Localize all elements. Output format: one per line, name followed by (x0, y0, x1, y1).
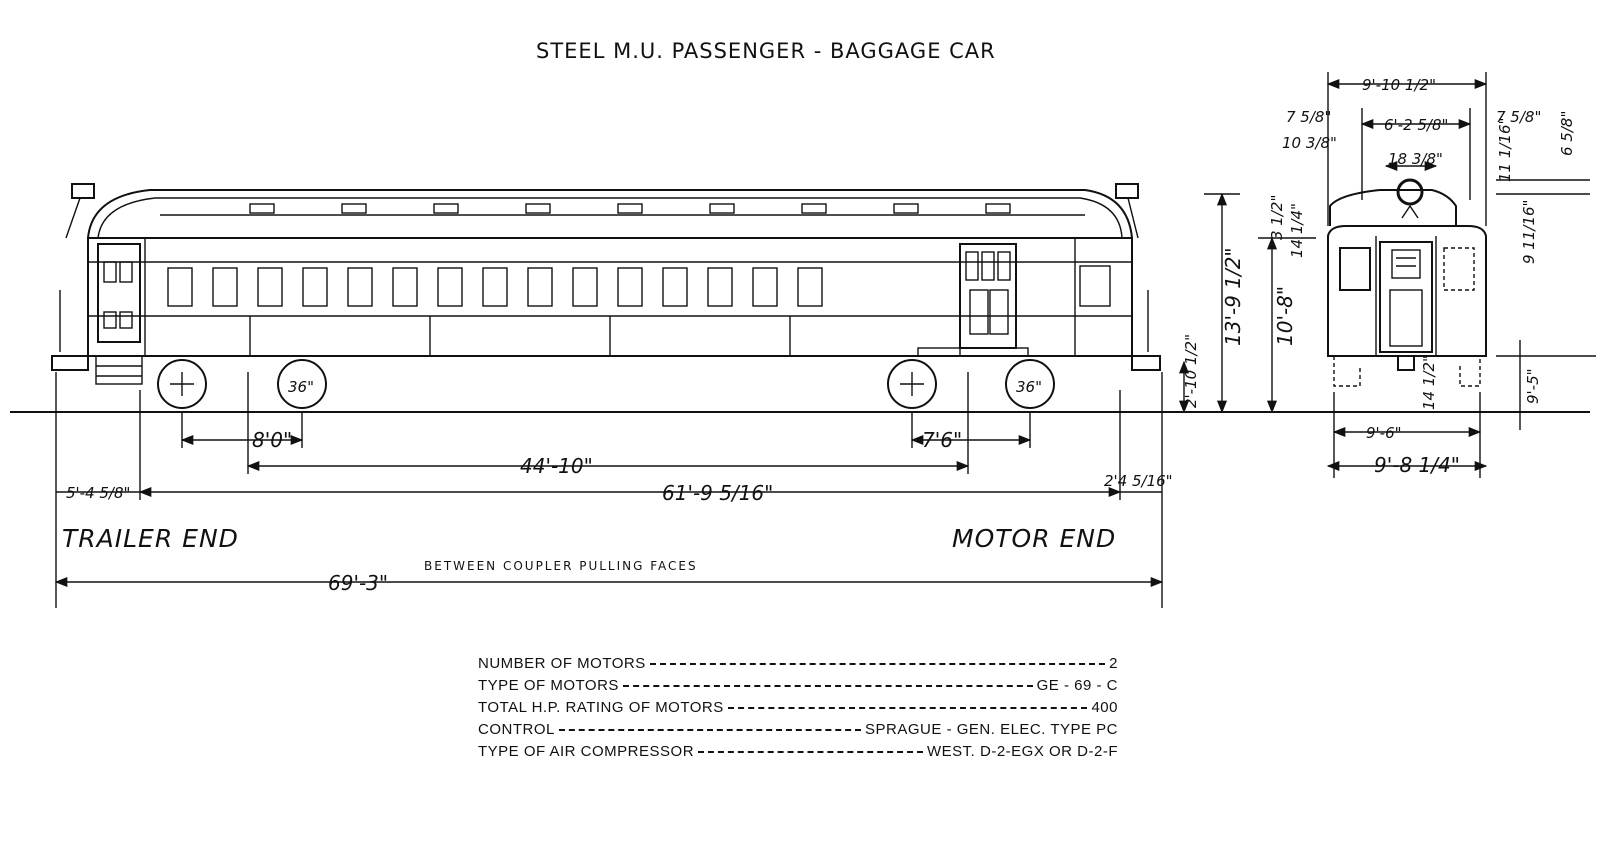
car-roof (87, 189, 1133, 239)
leader-dashes (698, 751, 923, 753)
dim-left-gap-a: 3 1/2" (1268, 195, 1286, 240)
spec-label: TYPE OF AIR COMPRESSOR (478, 743, 695, 760)
wheel-trailer-2 (277, 359, 327, 409)
dim-left-step: 7 5/8" (1286, 108, 1331, 126)
end-door (1379, 241, 1433, 353)
wheel-diameter-label-2: 36" (1016, 378, 1042, 396)
overall-length-note: BETWEEN COUPLER PULLING FACES (424, 559, 698, 573)
leader-dashes (558, 729, 862, 731)
spec-row: TYPE OF AIR COMPRESSOR WEST. D-2-EGX OR … (478, 743, 1118, 765)
trailer-steps (95, 355, 143, 385)
dim-truck-width: 9'-6" (1366, 424, 1402, 442)
dim-overall-length: 69'-3" (328, 571, 388, 595)
dim-motor-overhang: 2'4 5/16" (1104, 472, 1173, 490)
dim-right-height-b: 6 5/8" (1558, 111, 1576, 156)
dim-right-gap: 9 11/16" (1520, 200, 1538, 264)
dim-motor-wheelbase: 7'6" (922, 428, 962, 452)
wheel-motor-2 (1005, 359, 1055, 409)
motor-coupler (1131, 355, 1161, 371)
spec-value: 400 (1091, 699, 1118, 716)
passenger-windows (167, 265, 1111, 307)
trolley-base-left (71, 183, 95, 199)
dim-left-gap-b: 14 1/4" (1288, 203, 1306, 258)
dim-top-width: 9'-10 1/2" (1362, 76, 1436, 94)
dim-base-width: 9'-8 1/4" (1374, 453, 1460, 477)
dim-trailer-overhang: 5'-4 5/8" (66, 484, 130, 502)
spec-label: CONTROL (478, 721, 555, 738)
end-window-left (1339, 247, 1371, 291)
spec-label: TOTAL H.P. RATING OF MOTORS (478, 699, 724, 716)
dim-center-width: 6'-2 5/8" (1384, 116, 1448, 134)
drawing-title: STEEL M.U. PASSENGER - BAGGAGE CAR (536, 39, 996, 63)
dim-platform-height: 9'-5" (1524, 368, 1542, 404)
dim-body-length: 61'-9 5/16" (662, 481, 773, 505)
spec-value: 2 (1109, 655, 1118, 672)
dim-rail-to-top: 13'-9 1/2" (1221, 247, 1245, 346)
dim-rail-to-roof: 10'-8" (1273, 286, 1297, 346)
trailer-end-label: TRAILER END (62, 524, 239, 553)
leader-dashes (622, 685, 1033, 687)
spec-label: NUMBER OF MOTORS (478, 655, 646, 672)
trailer-coupler (51, 355, 89, 371)
dim-left-offset: 10 3/8" (1282, 134, 1337, 152)
dim-right-height-a: 11 1/16" (1496, 118, 1514, 182)
wheel-motor-1 (887, 359, 937, 409)
end-body (1327, 225, 1487, 357)
spec-value: GE - 69 - C (1036, 677, 1118, 694)
spec-row: TOTAL H.P. RATING OF MOTORS 400 (478, 699, 1118, 721)
spec-value: WEST. D-2-EGX OR D-2-F (926, 743, 1118, 760)
extension-lines (55, 372, 1163, 608)
spec-row: CONTROL SPRAGUE - GEN. ELEC. TYPE PC (478, 721, 1118, 743)
end-coupler (1397, 355, 1415, 371)
specification-table: NUMBER OF MOTORS 2 TYPE OF MOTORS GE - 6… (478, 655, 1118, 765)
side-elevation: 36" 36" 8'0" 7'6" 44'-10" 61'-9 5/16" 5'… (10, 183, 1590, 608)
spec-row: TYPE OF MOTORS GE - 69 - C (478, 677, 1118, 699)
headlight (1396, 178, 1424, 206)
dim-bottom-gap: 14 1/2" (1420, 355, 1438, 410)
leader-dashes (727, 707, 1088, 709)
spec-row: NUMBER OF MOTORS 2 (478, 655, 1118, 677)
leader-dashes (649, 663, 1106, 665)
dim-truck-centers: 44'-10" (520, 454, 593, 478)
spec-value: SPRAGUE - GEN. ELEC. TYPE PC (865, 721, 1118, 738)
dim-right-step: 7 5/8" (1496, 108, 1541, 126)
dim-trailer-wheelbase: 8'0" (252, 428, 292, 452)
dim-coupler-height: 2'-10 1/2" (1182, 334, 1200, 408)
trolley-base-right (1115, 183, 1139, 199)
roof-ventilators (249, 203, 1011, 214)
end-elevation: 9'-10 1/2" 6'-2 5/8" 7 5/8" 7 5/8" 10 3/… (1268, 72, 1596, 478)
end-roof-hood (1329, 189, 1457, 226)
wheel-diameter-label-1: 36" (288, 378, 314, 396)
trailer-end-door (97, 243, 141, 343)
motor-end-label: MOTOR END (952, 524, 1116, 553)
wheel-trailer-1 (157, 359, 207, 409)
spec-label: TYPE OF MOTORS (478, 677, 619, 694)
end-window-right (1443, 247, 1475, 291)
